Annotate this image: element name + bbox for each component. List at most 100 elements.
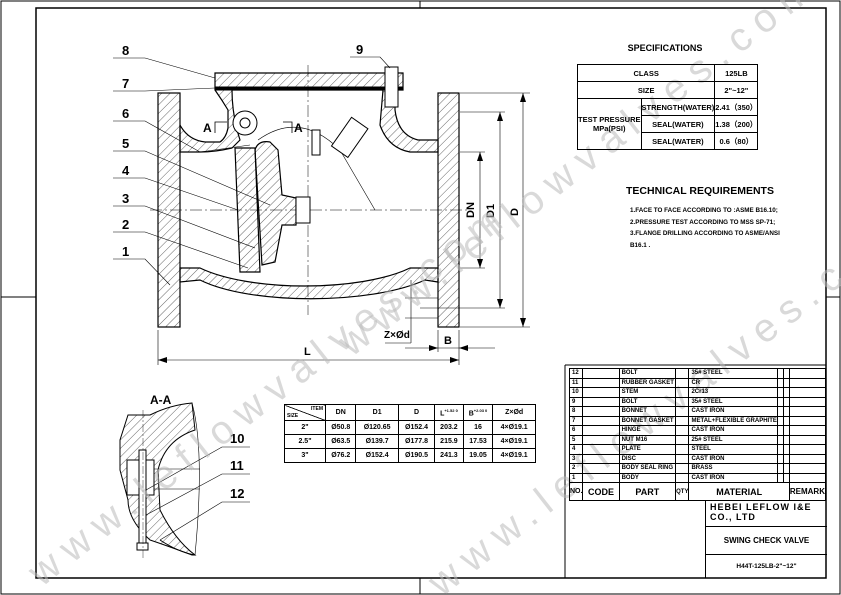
header-zd: Z×Ød [492, 404, 536, 421]
part-name: BONNET GASKET [618, 415, 677, 426]
part-code [582, 425, 620, 436]
hinge-arm [254, 141, 297, 266]
section-cut-marks [214, 121, 293, 133]
balloon-6: 6 [122, 106, 129, 121]
header-code: CODE [582, 482, 620, 501]
part-no: 4 [568, 444, 584, 455]
part-remark [788, 387, 827, 398]
part-name: PLATE [618, 444, 677, 455]
part-remark [788, 463, 827, 474]
dimension-labels: DN D1 D L B Z×Ød [304, 202, 521, 358]
part-material: CAST IRON [688, 472, 778, 483]
part-name: BOLT [618, 368, 677, 379]
section-mark-right: A [294, 121, 303, 135]
part-remark [788, 444, 827, 455]
part-no: 1 [568, 472, 584, 483]
dimension-cell: Ø50.8 [324, 420, 357, 435]
valve-body [157, 72, 460, 328]
part-material: 2Cr13 [688, 387, 778, 398]
dimension-cell: Ø190.5 [397, 448, 436, 463]
header-l-text: L [440, 410, 445, 418]
test-pressure-unit: MPa(PSI) [593, 124, 626, 133]
leader-lines [113, 56, 391, 286]
section-view [119, 402, 200, 560]
header-part: PART [618, 482, 677, 501]
part-name: DISC [618, 453, 677, 464]
section-mark-left: A [203, 121, 212, 135]
header-qty: QTY [675, 482, 690, 501]
internals [214, 66, 404, 224]
part-code [582, 406, 620, 417]
part-code [582, 463, 620, 474]
part-name: NUT M16 [618, 434, 677, 445]
part-material: CR [688, 377, 778, 388]
part-material: 35# STEEL [688, 396, 778, 407]
balloon-5: 5 [122, 136, 129, 151]
dimension-table: ITEM SIZE DN D1 D L+1.52 0 B+2.03 0 Z×Ød… [284, 404, 536, 463]
header-no: NO. [568, 482, 584, 501]
dimension-cell: 4×Ø19.1 [492, 420, 536, 435]
spec-row-value: 1.38（200） [714, 115, 759, 133]
part-code [582, 472, 620, 483]
part-name: BODY [618, 472, 677, 483]
header-d1: D1 [355, 404, 399, 421]
balloon-12: 12 [230, 486, 244, 501]
part-remark [788, 377, 827, 388]
part-qty [675, 406, 690, 417]
part-material: 25# STEEL [688, 434, 778, 445]
part-no: 10 [568, 387, 584, 398]
part-no: 2 [568, 463, 584, 474]
part-qty [675, 387, 690, 398]
dimension-cell: 215.9 [434, 434, 464, 449]
dim-d1: D1 [485, 204, 497, 218]
parts-row: 1 BODY CAST IRON [568, 472, 827, 483]
dimension-cell: 16 [462, 420, 494, 435]
part-qty [675, 377, 690, 388]
technical-requirements-list: 1.FACE TO FACE ACCORDING TO :ASME B16.10… [630, 205, 780, 251]
part-remark [788, 434, 827, 445]
part-code [582, 387, 620, 398]
section-title: A-A [150, 393, 172, 407]
spec-row-label: STRENGTH(WATER) [640, 98, 716, 116]
part-remark [788, 425, 827, 436]
dim-l: L [304, 346, 311, 358]
part-qty [675, 444, 690, 455]
part-no: 3 [568, 453, 584, 464]
requirement-item: B16.1 . [630, 241, 651, 249]
part-no: 6 [568, 425, 584, 436]
spec-row-label: SEAL(WATER) [640, 115, 716, 133]
part-qty [675, 472, 690, 483]
part-no: 8 [568, 406, 584, 417]
header-b: B+2.03 0 [462, 404, 494, 421]
l-tolerance: +1.52 0 [444, 407, 458, 413]
spec-row-value: 2.41（350） [714, 98, 759, 116]
model-number: H44T-125LB-2"~12" [736, 563, 797, 570]
dim-holes: Z×Ød [384, 330, 410, 341]
part-qty [675, 368, 690, 379]
balloon-4: 4 [122, 163, 130, 178]
part-qty [675, 434, 690, 445]
dimension-cell: Ø120.65 [355, 420, 399, 435]
title-block-frame [564, 364, 826, 578]
requirement-item: 1.FACE TO FACE ACCORDING TO :ASME B16.10… [630, 207, 778, 214]
balloon-7: 7 [122, 76, 129, 91]
part-code [582, 377, 620, 388]
part-material: CAST IRON [688, 406, 778, 417]
dim-dn: DN [465, 202, 477, 218]
corner-item: ITEM [311, 406, 323, 412]
dimension-cell: Ø76.2 [324, 448, 357, 463]
header-material: MATERIAL [688, 482, 790, 501]
